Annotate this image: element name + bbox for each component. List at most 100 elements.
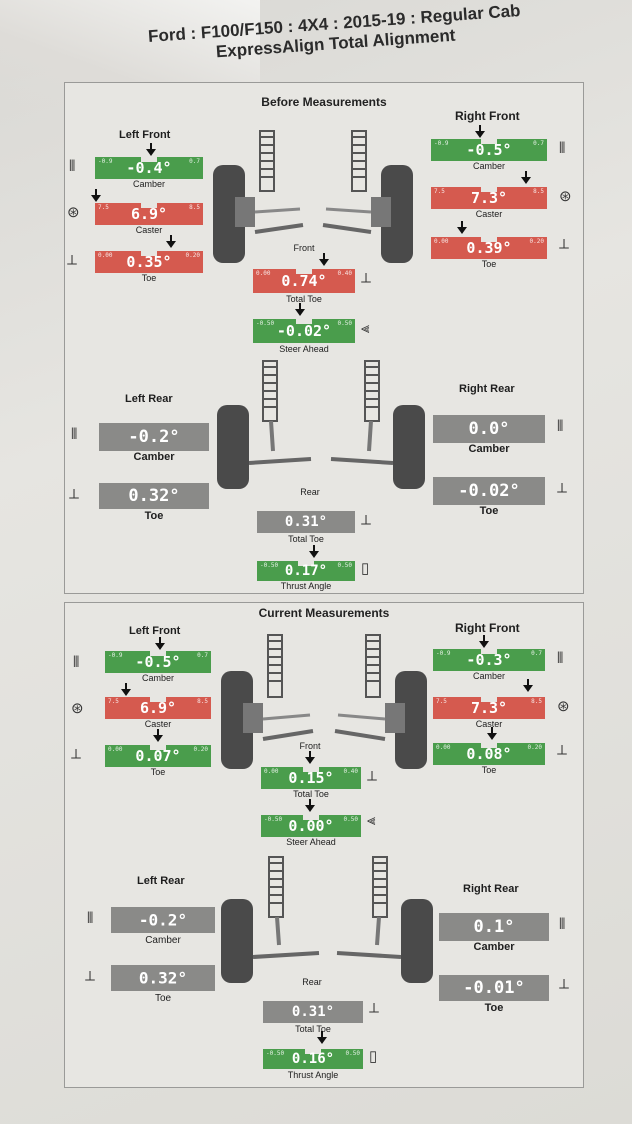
gauge-label: Caster (144, 719, 172, 729)
gauge-label: Camber (472, 671, 505, 681)
gauge-label: Camber (473, 941, 515, 953)
indicator-arrow-icon (153, 729, 163, 742)
gauge-max: 0.7 (197, 652, 208, 659)
gauge-min: -0.50 (260, 562, 279, 569)
before-front-total-toe-gauge: 0.00 0.40 0.74° (253, 269, 355, 293)
gauge-min: 7.5 (436, 698, 447, 705)
gauge-min: -0.50 (256, 320, 275, 327)
current-thrust-angle-gauge: -0.50 0.50 0.16° (263, 1049, 363, 1069)
gauge-min: 0.00 (108, 746, 123, 753)
gauge-value: 6.9° (130, 205, 168, 223)
gauge-label: Toe (481, 259, 497, 269)
gauge-max: 0.50 (345, 1050, 360, 1057)
gauge-label: Toe (141, 273, 157, 283)
gauge-value: 7.3° (470, 189, 508, 207)
gauge-min: -0.9 (108, 652, 123, 659)
indicator-arrow-icon (487, 727, 497, 740)
front-axle-label: Front (299, 741, 321, 751)
before-thrust-angle-gauge: -0.50 0.50 0.17° (257, 561, 355, 581)
steer-ahead-icon: ⫷ (361, 320, 370, 337)
camber-icon: ⫴ (87, 910, 94, 927)
gauge-min: 7.5 (98, 204, 109, 211)
current-rf-toe-gauge: 0.00 0.20 0.08° (433, 743, 545, 765)
current-rr-camber-gauge: 0.1° (439, 913, 549, 941)
gauge-max: 0.20 (529, 238, 544, 245)
gauge-value: 0.32° (138, 968, 188, 988)
gauge-max: 0.40 (343, 768, 358, 775)
indicator-arrow-icon (155, 637, 165, 650)
front-suspension-diagram (213, 130, 413, 263)
gauge-label: Camber (472, 161, 505, 171)
toe-icon: ⟂ (69, 486, 80, 503)
caster-icon: ⊛ (557, 698, 570, 715)
current-right-front-header: Right Front (455, 621, 520, 635)
indicator-arrow-icon (91, 189, 101, 202)
gauge-max: 0.40 (337, 270, 352, 277)
total-toe-icon: ⟂ (367, 768, 378, 785)
camber-icon: ⫴ (559, 916, 566, 933)
gauge-max: 0.50 (343, 816, 358, 823)
gauge-label: Steer Ahead (279, 344, 329, 354)
gauge-label: Toe (144, 510, 164, 522)
gauge-max: 0.7 (189, 158, 200, 165)
gauge-min: -0.50 (266, 1050, 285, 1057)
indicator-arrow-icon (166, 235, 176, 248)
current-lf-toe-gauge: 0.00 0.20 0.07° (105, 745, 211, 767)
camber-icon: ⫴ (69, 158, 76, 175)
indicator-arrow-icon (457, 221, 467, 234)
indicator-arrow-icon (319, 253, 329, 266)
indicator-arrow-icon (305, 751, 315, 764)
indicator-arrow-icon (523, 679, 533, 692)
steer-ahead-icon: ⫷ (367, 812, 376, 829)
before-lf-toe-gauge: 0.00 0.20 0.35° (95, 251, 203, 273)
gauge-value: -0.5° (466, 141, 512, 159)
before-rf-toe-gauge: 0.00 0.20 0.39° (431, 237, 547, 259)
current-measurements-panel: Current Measurements Left Front ⫴ -0.9 0… (64, 602, 584, 1088)
gauge-value: 0.07° (135, 747, 181, 765)
camber-icon: ⫴ (73, 654, 80, 671)
gauge-value: -0.4° (126, 159, 172, 177)
indicator-arrow-icon (479, 635, 489, 648)
current-lf-caster-gauge: 7.5 8.5 6.9° (105, 697, 211, 719)
gauge-max: 0.50 (337, 562, 352, 569)
gauge-max: 0.20 (527, 744, 542, 751)
before-right-rear-header: Right Rear (459, 383, 515, 395)
gauge-value: -0.2° (128, 427, 180, 447)
gauge-label: Total Toe (288, 534, 324, 544)
gauge-max: 0.7 (531, 650, 542, 657)
front-axle-label: Front (293, 243, 315, 253)
current-right-rear-header: Right Rear (463, 883, 519, 895)
toe-icon: ⟂ (71, 746, 82, 763)
gauge-value: -0.3° (466, 651, 512, 669)
toe-icon: ⟂ (557, 480, 568, 497)
gauge-value: 0.74° (281, 272, 327, 290)
gauge-label: Caster (475, 719, 503, 729)
rear-suspension-diagram (217, 360, 425, 489)
caster-icon: ⊛ (559, 188, 572, 205)
current-left-front-header: Left Front (129, 625, 181, 637)
before-rf-caster-gauge: 7.5 8.5 7.3° (431, 187, 547, 209)
gauge-min: 0.00 (264, 768, 279, 775)
gauge-min: -0.9 (436, 650, 451, 657)
before-panel-title: Before Measurements (261, 95, 387, 109)
gauge-label: Camber (132, 179, 165, 189)
gauge-min: 7.5 (434, 188, 445, 195)
gauge-min: -0.50 (264, 816, 283, 823)
total-toe-icon: ⟂ (361, 512, 372, 529)
before-rf-camber-gauge: -0.9 0.7 -0.5° (431, 139, 547, 161)
thrust-angle-icon: ▯ (369, 1048, 378, 1065)
gauge-max: 0.7 (533, 140, 544, 147)
gauge-value: -0.5° (135, 653, 181, 671)
before-lf-caster-gauge: 7.5 8.5 6.9° (95, 203, 203, 225)
gauge-value: 0.08° (466, 745, 512, 763)
gauge-value: 7.3° (470, 699, 508, 717)
indicator-arrow-icon (309, 545, 319, 558)
indicator-arrow-icon (146, 143, 156, 156)
before-lr-toe-gauge: 0.32° (99, 483, 209, 509)
gauge-value: 0.39° (466, 239, 512, 257)
total-toe-icon: ⟂ (361, 270, 372, 287)
indicator-arrow-icon (121, 683, 131, 696)
gauge-label: Steer Ahead (286, 837, 336, 847)
toe-icon: ⟂ (85, 968, 96, 985)
before-rr-toe-gauge: -0.02° (433, 477, 545, 505)
